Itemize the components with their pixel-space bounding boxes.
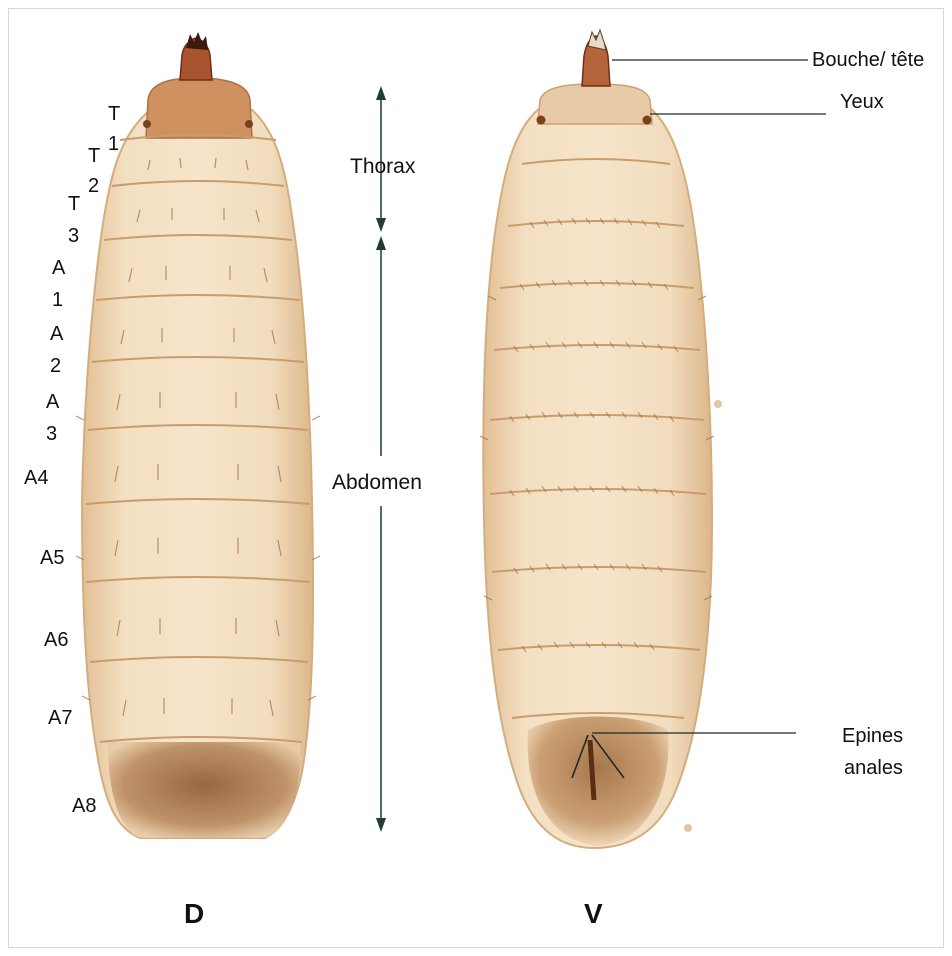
ventral-larva — [480, 30, 722, 848]
segment-label-a4: A4 — [24, 468, 48, 488]
segment-label-a7: A7 — [48, 708, 72, 728]
dorsal-right-eye — [245, 120, 253, 128]
ventral-view-label: V — [584, 898, 603, 930]
segment-label-a1: A — [52, 258, 65, 278]
mouth-head-label: Bouche/ tête — [812, 50, 924, 70]
segment-label-a3-number: 3 — [46, 424, 57, 444]
segment-label-t2: T — [88, 146, 100, 166]
segment-label-a3: A — [46, 392, 59, 412]
segment-label-t3-number: 3 — [68, 226, 79, 246]
segment-label-a2-number: 2 — [50, 356, 61, 376]
dorsal-mouth-tip — [186, 32, 208, 50]
segment-label-a5: A5 — [40, 548, 64, 568]
segment-label-t1-number: 1 — [108, 134, 119, 154]
eyes-label: Yeux — [840, 92, 884, 112]
abdomen-bracket-arrow — [376, 236, 386, 832]
segment-label-t1: T — [108, 104, 120, 124]
abdomen-label: Abdomen — [332, 472, 422, 493]
anal-spines-label-line1: Epines — [842, 726, 903, 746]
segment-label-a6: A6 — [44, 630, 68, 650]
ventral-right-eye — [643, 116, 652, 125]
ventral-head-capsule — [538, 84, 652, 124]
dorsal-anal-plate — [108, 742, 300, 838]
segment-label-t3: T — [68, 194, 80, 214]
ventral-mouth-tip — [588, 30, 606, 50]
dorsal-view-label: D — [184, 898, 204, 930]
segment-label-a8: A8 — [72, 796, 96, 816]
debris-particle — [684, 824, 692, 832]
dorsal-left-eye — [143, 120, 151, 128]
dorsal-head-capsule — [146, 78, 252, 138]
segment-label-a2: A — [50, 324, 63, 344]
debris-particle — [714, 400, 722, 408]
anal-spines-label-line2: anales — [844, 758, 903, 778]
segment-label-a1-number: 1 — [52, 290, 63, 310]
segment-label-t2-number: 2 — [88, 176, 99, 196]
ventral-left-eye — [537, 116, 546, 125]
thorax-label: Thorax — [350, 156, 415, 177]
